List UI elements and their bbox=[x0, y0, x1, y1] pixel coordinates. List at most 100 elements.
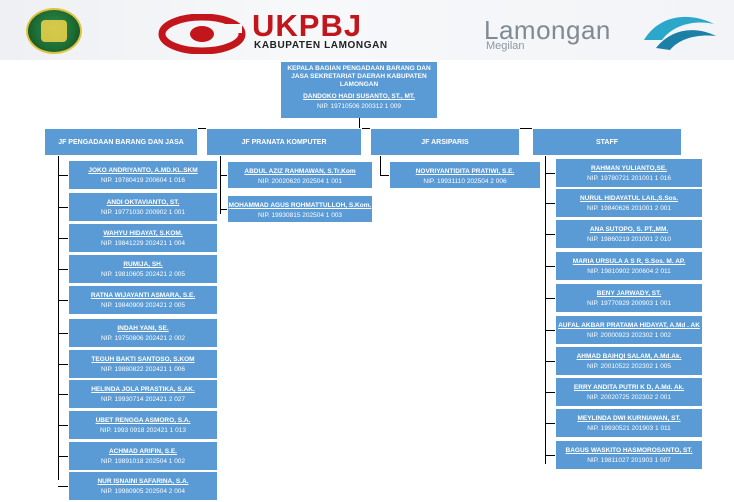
member-nip: NIP. 19771030 200902 1 001 bbox=[100, 209, 186, 216]
member-nip: NIP. 19780419 200604 1 016 bbox=[100, 177, 186, 184]
connector-line bbox=[58, 394, 68, 395]
member-name: BAGUS WASKITO HASMOROSANTO, ST. bbox=[565, 447, 693, 454]
lamongan-wave-icon bbox=[644, 16, 716, 50]
member-box: MOHAMMAD AGUS ROHMATTULLOH, S.Kom. NIP. 1… bbox=[227, 195, 373, 223]
connector-line bbox=[58, 300, 68, 301]
member-box: INDAH YANI, SE. NIP. 19750806 202421 2 00… bbox=[68, 318, 218, 348]
member-name: BENY JARWADY, ST. bbox=[596, 290, 662, 297]
member-box: ANDI OKTAVIANTO, ST.NIP. 19771030 200902… bbox=[68, 192, 218, 222]
member-nip: NIP. 19770929 200903 1 001 bbox=[586, 300, 672, 307]
member-box: AHMAD BAIHQI SALAM, A.Md.Ak. NIP. 2001052… bbox=[555, 346, 703, 376]
connector-line bbox=[58, 269, 68, 270]
member-box: RUMIJA, SH. NIP. 19810605 202421 2 005 bbox=[68, 254, 218, 284]
member-box: NOVRIYANTIDITA PRATIWI, S.E.NIP. 1993111… bbox=[389, 161, 541, 189]
connector-line bbox=[545, 266, 555, 267]
head-nip: NIP. 19710506 200312 1 009 bbox=[316, 103, 402, 110]
member-box: NURUL HIDAYATUL LAIL,S.Sos.NIP. 19840626… bbox=[555, 188, 703, 218]
connector-line bbox=[58, 238, 68, 239]
member-nip: NIP. 19930521 201903 1 011 bbox=[587, 425, 671, 432]
member-nip: NIP. 19810902 200604 2 011 bbox=[587, 268, 671, 275]
member-name: UBET RENGGA ASMORO, S.A. bbox=[95, 417, 191, 424]
member-nip: NIP. 19930714 202421 2 027 bbox=[100, 396, 186, 403]
connector-line bbox=[545, 173, 555, 174]
member-name: ERRY ANDITA PUTRI K D, A.Md. Ak. bbox=[573, 384, 685, 391]
member-name: NUR ISNAINI SAFARINA, S.A. bbox=[97, 478, 189, 485]
connector-line bbox=[220, 156, 221, 214]
member-nip: NIP. 19840909 202421 2 005 bbox=[100, 302, 186, 309]
group-header-staff: STAFF bbox=[532, 128, 682, 156]
member-nip: NIP. 19891018 202504 1 002 bbox=[100, 458, 186, 465]
member-name: ACHMAD ARIFIN, S.E. bbox=[108, 448, 177, 455]
connector-line bbox=[220, 175, 227, 176]
connector-line bbox=[545, 203, 555, 204]
member-name: RUMIJA, SH. bbox=[123, 261, 163, 268]
connector-line bbox=[359, 118, 360, 128]
connector-line bbox=[58, 425, 68, 426]
head-title: KEPALA BAGIAN PENGADAAN BARANG DAN JASA … bbox=[287, 65, 431, 88]
connector-line bbox=[58, 364, 68, 365]
member-box: HELINDA JOLA PRASTIKA, S.AK. NIP. 1993071… bbox=[68, 379, 218, 409]
member-name: ABDUL AZIZ RAHMAWAN, S.Tr.Kom bbox=[244, 168, 356, 175]
member-name: TEGUH BAKTI SANTOSO, S.KOM bbox=[91, 356, 195, 363]
member-box: JOKO ANDRIYANTO, A.MD.KL.SKM NIP. 1978041… bbox=[68, 160, 218, 190]
connector-line bbox=[545, 298, 555, 299]
connector-line bbox=[380, 156, 381, 176]
connector-line bbox=[58, 207, 68, 208]
connector-line bbox=[545, 330, 555, 331]
connector-line bbox=[545, 234, 555, 235]
member-name: NOVRIYANTIDITA PRATIWI, S.E. bbox=[415, 168, 515, 175]
member-name: ANA SUTOPO, S. PT.,MM. bbox=[589, 226, 669, 233]
member-nip: NIP. 19980905 202504 2 004 bbox=[100, 488, 186, 495]
member-nip: NIP. 20010522 202302 1 005 bbox=[586, 363, 672, 370]
member-box: UBET RENGGA ASMORO, S.A. NIP. 1993 0918 2… bbox=[68, 410, 218, 440]
member-nip: NIP. 19841229 202421 1 004 bbox=[100, 240, 186, 247]
member-name: MEYLINDA DWI KURNIAWAN, ST. bbox=[577, 415, 681, 422]
connector-line bbox=[545, 423, 555, 424]
connector-line bbox=[545, 156, 546, 464]
head-of-division-box: KEPALA BAGIAN PENGADAAN BARANG DAN JASA … bbox=[281, 62, 437, 118]
ukpbj-title: UKPBJ bbox=[252, 8, 363, 43]
member-box: ACHMAD ARIFIN, S.E. NIP. 19891018 202504 … bbox=[68, 441, 218, 471]
member-nip: NIP. 20000923 202302 1 002 bbox=[586, 332, 672, 339]
ukpbj-subtitle: KABUPATEN LAMONGAN bbox=[254, 40, 388, 51]
member-name: JOKO ANDRIYANTO, A.MD.KL.SKM bbox=[88, 167, 198, 174]
lamongan-seal-logo bbox=[26, 8, 82, 54]
member-nip: NIP. 20020725 202302 2 001 bbox=[586, 394, 672, 401]
member-name: NURUL HIDAYATUL LAIL,S.Sos. bbox=[579, 195, 679, 202]
member-nip: NIP. 19930815 202504 1 003 bbox=[257, 212, 343, 219]
connector-line bbox=[58, 175, 68, 176]
group-header-arsiparis: JF ARSIPARIS bbox=[370, 128, 520, 156]
member-name: MOHAMMAD AGUS ROHMATTULLOH, S.Kom. bbox=[228, 202, 372, 209]
member-box: RATNA WIJAYANTI ASMARA, S.E.NIP. 1984090… bbox=[68, 285, 218, 315]
connector-line bbox=[380, 175, 389, 176]
member-box: MARIA URSULA A S R, S.Sos. M. AP.NIP. 19… bbox=[555, 251, 703, 281]
connector-line bbox=[58, 456, 68, 457]
connector-line bbox=[545, 361, 555, 362]
member-name: HELINDA JOLA PRASTIKA, S.AK. bbox=[91, 386, 195, 393]
member-name: INDAH YANI, SE. bbox=[117, 325, 169, 332]
connector-line bbox=[545, 392, 555, 393]
connector-line bbox=[58, 156, 59, 480]
connector-line bbox=[58, 333, 68, 334]
member-box: RAHMAN YULIANTO,SE.NIP. 19780721 201001 … bbox=[555, 158, 703, 188]
group-header-pengadaan: JF PENGADAAN BARANG DAN JASA bbox=[44, 128, 198, 156]
member-box: BAGUS WASKITO HASMOROSANTO, ST. NIP. 1981… bbox=[555, 440, 703, 470]
connector-line bbox=[545, 455, 555, 456]
member-box: WAHYU HIDAYAT, S.KOM.NIP. 19841229 20242… bbox=[68, 223, 218, 253]
member-nip: NIP. 20020620 202504 1 001 bbox=[257, 178, 343, 185]
group-header-pranata-komputer: JF PRANATA KOMPUTER bbox=[206, 128, 362, 156]
member-name: AHMAD BAIHQI SALAM, A.Md.Ak. bbox=[576, 353, 682, 360]
member-box: BENY JARWADY, ST. NIP. 19770929 200903 1 … bbox=[555, 283, 703, 313]
head-name: DANDOKO HADI SUSANTO, ST., MT. bbox=[303, 93, 415, 100]
member-nip: NIP. 1993 0918 202421 1 013 bbox=[100, 427, 186, 434]
member-nip: NIP. 19810605 202421 2 005 bbox=[100, 271, 186, 278]
member-name: RAHMAN YULIANTO,SE. bbox=[591, 165, 667, 172]
member-box: AUFAL AKBAR PRATAMA HIDAYAT, A.Md . AK NI… bbox=[555, 315, 703, 345]
header-banner bbox=[0, 0, 734, 60]
member-nip: NIP. 19750806 202421 2 002 bbox=[100, 335, 186, 342]
member-nip: NIP. 19811027 201903 1 007 bbox=[587, 457, 671, 464]
member-name: AUFAL AKBAR PRATAMA HIDAYAT, A.Md . AK bbox=[558, 322, 700, 329]
lamongan-brand-subtitle: Megilan bbox=[486, 40, 525, 52]
